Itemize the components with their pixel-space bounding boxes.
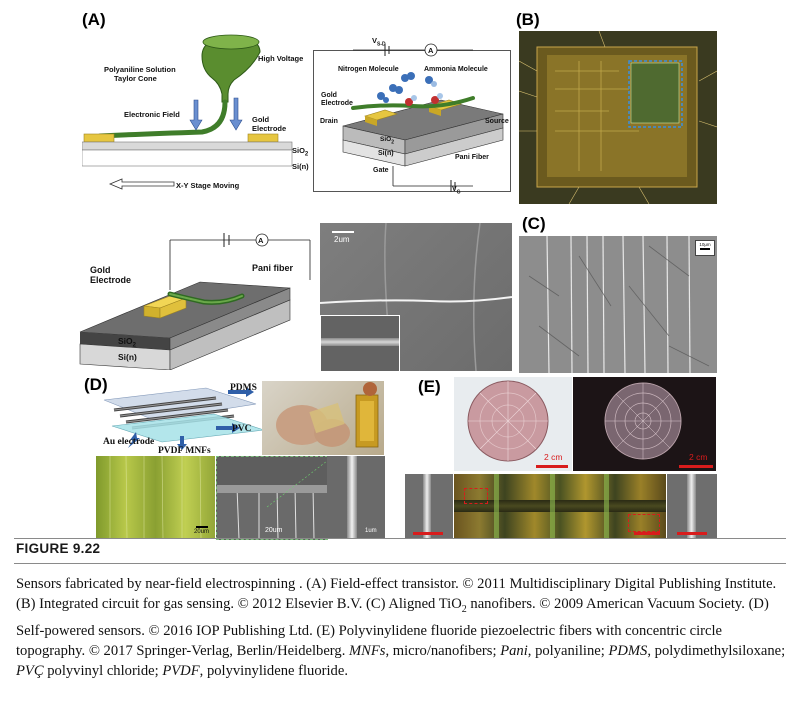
fet-schematic <box>342 43 504 192</box>
pvdf-single-fiber-sem: 1um <box>327 456 385 538</box>
label-polyaniline-solution: Polyaniline Solution <box>104 65 176 74</box>
scale-label-d2: 20um <box>265 527 283 534</box>
label-gold-3: Gold <box>90 265 111 275</box>
label-si-n-1: Si(n) <box>292 162 309 171</box>
abbr-term-pdms: PDMS <box>608 642 648 659</box>
label-vg: VG <box>452 186 461 196</box>
scale-label-10um: 10μm <box>699 242 711 247</box>
spun-fiber <box>97 99 228 139</box>
scale-bar-2um <box>332 231 354 233</box>
ammeter-symbol-2: A <box>258 236 264 245</box>
pvdf-sem-image: 20um <box>216 456 328 540</box>
label-gold-2: Gold <box>321 92 337 99</box>
gas-sensing-chip-image <box>519 31 717 204</box>
pvdf-concentric-photo: 2 cm <box>573 377 716 471</box>
abbr-term-pvdf: PVDF <box>162 663 200 680</box>
aligned-tio2-nanofibers-image: 10μm <box>519 236 717 373</box>
caption-rest: nanofibers. © 2009 American Vacuum Socie… <box>16 596 769 659</box>
label-drain: Drain <box>320 118 338 125</box>
scale-label-e1: 2 cm <box>544 452 563 462</box>
self-powered-sensor-schematic <box>103 387 265 450</box>
scale-label-d3: 1um <box>365 528 377 534</box>
ammeter-symbol-1: A <box>428 46 434 55</box>
label-electrode-2: Electrode <box>321 100 353 107</box>
scale-label-e2: 2 cm <box>689 452 708 462</box>
scale-label-d1: 20um <box>194 529 210 535</box>
caption-sub: 2 <box>461 604 467 616</box>
label-pvc: PVC <box>232 424 252 434</box>
pvdf-fiber-sem-right <box>667 474 717 538</box>
panel-label-b: (B) <box>516 10 540 29</box>
label-high-voltage: High Voltage <box>258 54 304 63</box>
label-gold-1: Gold <box>252 115 270 124</box>
label-vsd: VS-D <box>372 36 386 48</box>
electrospinning-schematic <box>82 34 293 190</box>
abbr-def-pvdf: , polyvinylidene fluoride. <box>199 663 348 680</box>
sem-inset <box>320 315 400 371</box>
panel-label-c: (C) <box>522 214 546 233</box>
label-sio2-3: SiO2 <box>118 336 136 349</box>
figure-title: FIGURE 9.22 <box>16 541 101 556</box>
label-gate: Gate <box>373 167 389 174</box>
abbr-term-mnfs: MNFs <box>349 642 386 659</box>
abbr-def-pdms: , polydimethylsiloxane; <box>647 642 786 659</box>
label-si-n-2: Si(n) <box>378 150 394 157</box>
abbr-def-mnfs: , micro/nanofibers; <box>385 642 501 659</box>
pvdf-micrograph-optical: 20um <box>96 456 215 538</box>
panel-label-a: (A) <box>82 10 106 29</box>
label-nitrogen-molecule: Nitrogen Molecule <box>338 66 399 73</box>
field-arrow-left <box>189 99 203 131</box>
stage-arrow <box>108 178 175 190</box>
figure-top-rule <box>14 538 786 539</box>
abbr-def-pvc: polyvinyl chloride; <box>43 663 163 680</box>
label-sio2-2: SiO2 <box>380 136 394 146</box>
abbr-def-pani: , polyaniline; <box>527 642 609 659</box>
scale-bar-e2 <box>679 465 713 468</box>
pvdf-fiber-sem-left <box>405 474 453 538</box>
label-pdms: PDMS <box>230 383 257 393</box>
label-pani-fiber-fet: Pani Fiber <box>455 154 489 161</box>
label-xy-stage: X-Y Stage Moving <box>176 181 240 190</box>
label-source: Source <box>485 118 509 125</box>
label-sio2-1: SiO2 <box>292 146 309 158</box>
scale-label-2um: 2um <box>334 235 350 244</box>
abbr-term-pvc: PVÇ <box>16 663 44 680</box>
pvdf-fiber-optical-strip <box>454 474 666 538</box>
pani-device-schematic <box>79 233 311 370</box>
fet-schematic-box <box>313 50 511 192</box>
label-taylor-cone: Taylor Cone <box>114 74 157 83</box>
label-si-n-3: Si(n) <box>118 352 137 362</box>
field-arrow-right <box>229 97 243 131</box>
label-electronic-field: Electronic Field <box>124 110 180 119</box>
scale-bar-e1 <box>536 465 568 468</box>
label-pani-fiber-device: Pani fiber <box>252 263 294 273</box>
pvdf-disc-photo: 2 cm <box>454 377 572 471</box>
caption-lead: Sensors fabricated by near-field electro… <box>16 576 777 613</box>
scale-bar-d1 <box>196 526 208 528</box>
scale-box-c: 10μm <box>695 240 715 256</box>
label-au-electrode: Au electrode <box>103 437 155 447</box>
label-ammonia-molecule: Ammonia Molecule <box>424 66 488 73</box>
panel-label-e: (E) <box>418 377 441 396</box>
label-electrode-3: Electrode <box>90 275 132 285</box>
label-pvdf-mnfs: PVDF MNFs <box>158 446 211 456</box>
figure-caption-rule <box>14 563 786 564</box>
pani-fiber-sem-image: 2um <box>320 223 512 371</box>
flexible-sensor-photo <box>262 381 384 455</box>
label-electrode-1: Electrode <box>252 124 287 133</box>
figure-caption: Sensors fabricated by near-field electro… <box>16 574 786 681</box>
abbr-term-pani: Pani <box>500 642 528 659</box>
panel-label-d: (D) <box>84 375 108 394</box>
